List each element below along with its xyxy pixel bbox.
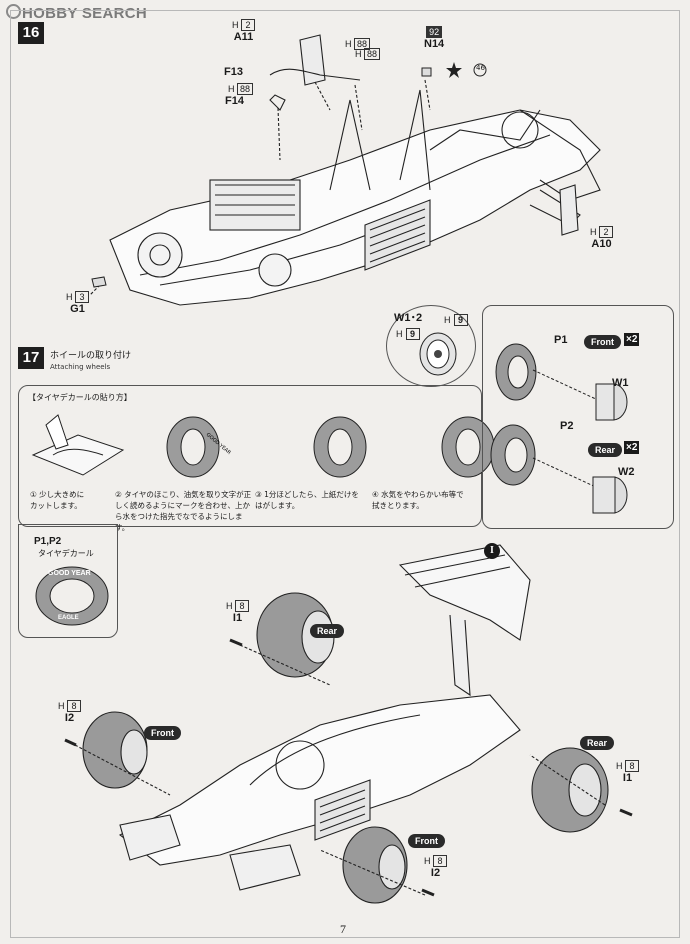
w12-wheel-drawing [419, 332, 457, 376]
step-17-number: 17 [18, 347, 44, 369]
runner-letter: H [66, 292, 73, 302]
front-badge: Front [584, 335, 621, 349]
runner-letter: H [396, 329, 403, 339]
part-tag-f13-runner-2: H 88 [355, 48, 381, 60]
w12-label: W1･2 [394, 312, 423, 324]
decal-step-2: ② タイヤのほこり、油気を取り文字が正 しく読めるようにマークを合わせ、上から水… [115, 490, 252, 532]
runner-number: 2 [241, 19, 256, 31]
part-tag-f14: H 88 F14 [225, 83, 254, 107]
runner-number: 8 [235, 600, 250, 612]
step-16-number: 16 [18, 22, 44, 44]
runner-number: 92 [426, 26, 443, 38]
decal-brand-bottom: EAGLE [58, 615, 79, 621]
part-tag-f13: F13 [224, 66, 243, 78]
runner-number: 3 [75, 291, 90, 303]
runner-number: 8 [67, 700, 82, 712]
part-label: I2 [64, 712, 75, 724]
page-number: 7 [340, 922, 346, 936]
rear-wheel-label: W2 [618, 466, 635, 478]
part-tag-f13-runner-1: H 88 [345, 38, 371, 50]
page-frame [10, 10, 680, 938]
runner-letter: H [616, 761, 623, 771]
runner-letter: H [424, 856, 431, 866]
step-17-subtitle: Attaching wheels [50, 363, 111, 371]
part-label: A10 [591, 238, 612, 250]
rear-left-part-tag: H 8 I1 [226, 600, 250, 624]
wheel-assembly-box [482, 305, 674, 529]
decal-step-4: ④ 水気をやわらかい布等で 拭きとります。 [372, 490, 464, 510]
runner-number: 88 [354, 38, 371, 50]
final-assembly-drawing [64, 544, 633, 904]
front-wheel-label: W1 [612, 377, 629, 389]
step-17-title: ホイールの取り付け [50, 351, 132, 361]
front-left-part-tag: H 8 I2 [58, 700, 82, 724]
runner-number: 9 [405, 328, 420, 340]
decal-instruction-heading: 【タイヤデカールの貼り方】 [28, 393, 132, 402]
front-tire-label: P1 [554, 334, 568, 346]
rear-left-badge: Rear [310, 624, 345, 638]
front-quantity: ×2 [624, 333, 640, 346]
rear-badge: Rear [588, 443, 623, 457]
part-label: A11 [233, 31, 254, 43]
runner-letter: H [345, 39, 352, 49]
runner-letter: H [232, 20, 239, 30]
decal-step-1: ① 少し大きめに カットします。 [30, 490, 85, 510]
part-tag-g1: H 3 G1 [66, 291, 90, 315]
decal-instruction-illustrations: GOOD YEAR [31, 414, 495, 478]
runner-number: 88 [364, 48, 381, 60]
rear-right-badge: Rear [580, 736, 615, 750]
rear-quantity: ×2 [624, 441, 640, 454]
n14-part-drawing [421, 62, 487, 78]
runner-number: 9 [453, 314, 468, 326]
part-tag-a10: H 2 A10 [590, 226, 614, 250]
w12-wheel-circle [386, 305, 476, 387]
runner-number: 8 [625, 760, 640, 772]
goodyear-tire-decal-drawing [35, 566, 109, 626]
w12-runner-b: H 9 [396, 328, 420, 340]
decal-part-code: P1,P2 [34, 536, 62, 547]
decal-star-icon [446, 62, 462, 78]
runner-letter: H [58, 701, 65, 711]
runner-number: 2 [599, 226, 614, 238]
rear-right-part-tag: H 8 I1 [616, 760, 640, 784]
logo-ring-icon [6, 4, 21, 19]
part-tag-n14: 92 N14 [424, 26, 444, 50]
decal-part-name: タイヤデカール [38, 549, 94, 558]
runner-letter: H [590, 227, 597, 237]
hobby-search-logo: HOBBY SEARCH [6, 4, 147, 22]
runner-number: 88 [237, 83, 254, 95]
runner-letter: H [226, 601, 233, 611]
front-right-part-tag: H 8 I2 [424, 855, 448, 879]
part-label: F14 [225, 95, 244, 107]
rear-tire-label: P2 [560, 420, 574, 432]
part-tag-a11: H 2 A11 [232, 19, 256, 43]
g1-part-drawing [91, 276, 107, 288]
runner-letter: H [228, 84, 235, 94]
step-16-chassis-drawing [89, 34, 601, 306]
decal-brand-top: GOOD YEAR [48, 570, 91, 577]
tire-decal-label-box [18, 524, 118, 638]
front-right-badge: Front [408, 834, 445, 848]
part-label: N14 [424, 38, 445, 50]
part-label: I1 [622, 772, 633, 784]
front-left-badge: Front [144, 726, 181, 740]
decal-46-number: 46 [476, 64, 485, 72]
logo-text: HOBBY SEARCH [22, 5, 148, 22]
part-label: G1 [70, 303, 85, 315]
wheel-assembly-drawings [490, 343, 628, 514]
rear-wing-marker: I [484, 543, 500, 559]
w12-runner-a: H 9 [444, 314, 468, 326]
runner-number: 8 [433, 855, 448, 867]
runner-letter: H [444, 315, 451, 325]
runner-letter: H [355, 49, 362, 59]
part-label: I1 [232, 612, 243, 624]
decal-step-3: ③ 1分ほどしたら、上紙だけを はがします。 [255, 490, 359, 510]
part-label: I2 [430, 867, 441, 879]
